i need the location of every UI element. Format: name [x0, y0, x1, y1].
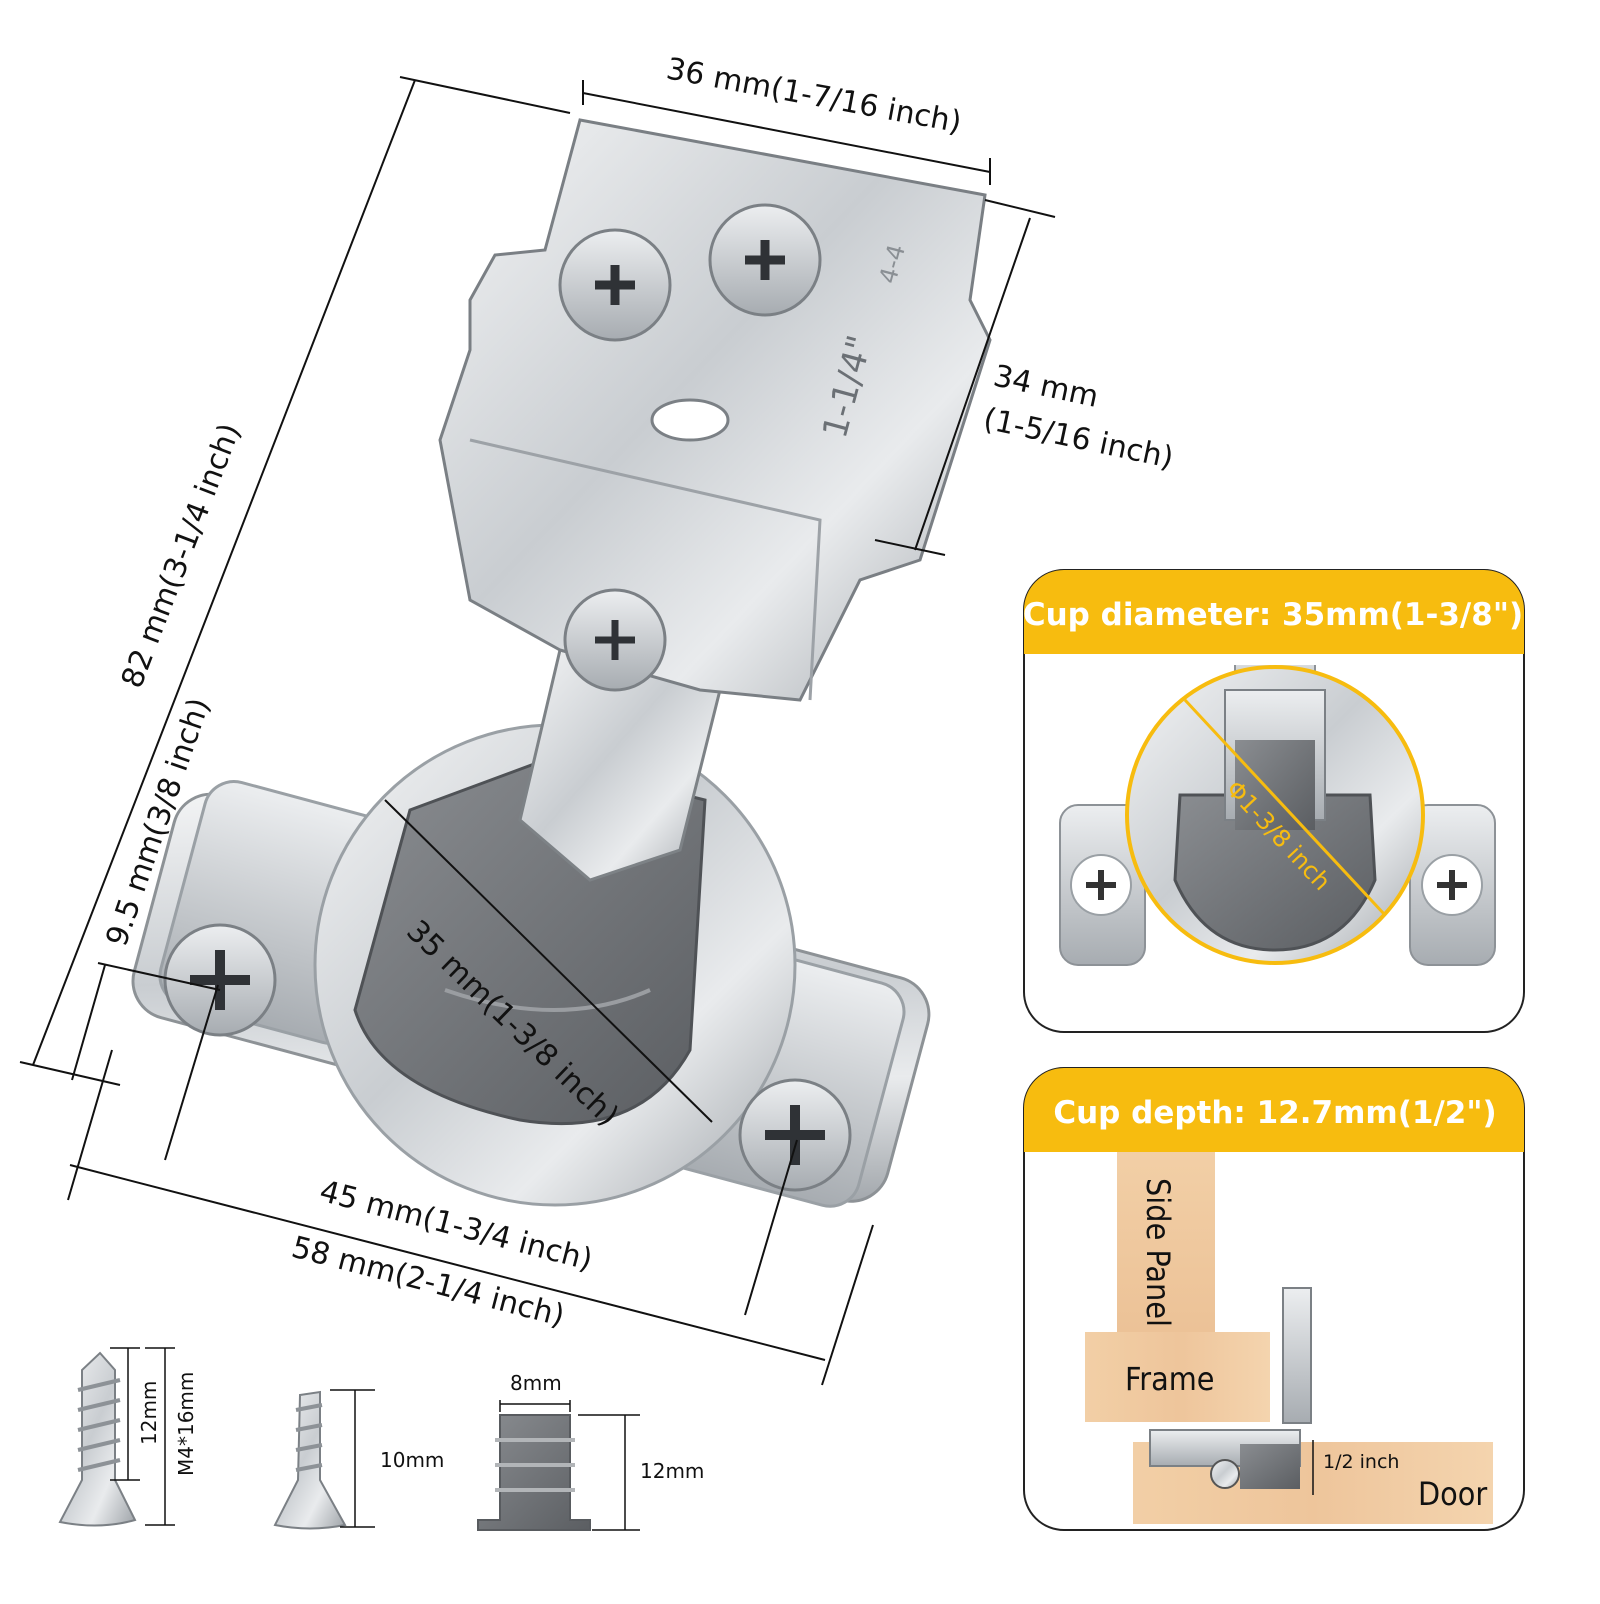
screw-short-length-label: 10mm	[380, 1448, 444, 1472]
hardware-screw-long	[58, 1347, 175, 1527]
hardware-dowel	[477, 1400, 640, 1531]
panel-cup-diameter-title: Cup diameter: 35mm(1-3/8")	[1023, 597, 1523, 633]
wood-frame	[1085, 1332, 1270, 1422]
screw-long-length-label: 12mm	[137, 1381, 161, 1445]
adjust-screw-2	[708, 203, 822, 317]
wood-side-panel	[1117, 1152, 1215, 1332]
dowel-width-label: 8mm	[510, 1371, 562, 1395]
door-label: Door	[1418, 1475, 1487, 1513]
panel-cup-diameter: Cup diameter: 35mm(1-3/8") Φ1-3/8 inch	[1023, 569, 1525, 1033]
side-panel-label: Side Panel	[1139, 1178, 1177, 1327]
panel-cup-diameter-illustration	[1059, 665, 1496, 966]
dowel-length-label: 12mm	[640, 1459, 704, 1483]
screw-long-spec-label: M4*16mm	[174, 1372, 198, 1476]
plate-screw-left	[163, 923, 277, 1037]
depth-label: 1/2 inch	[1323, 1451, 1399, 1473]
dimension-lines	[19, 76, 1056, 1386]
dim-overall-length: 82 mm(3-1/4 inch)	[115, 419, 248, 693]
panel-cup-depth-title: Cup depth: 12.7mm(1/2")	[1053, 1095, 1496, 1131]
frame-label: Frame	[1125, 1360, 1214, 1398]
plate-screw-right	[738, 1078, 852, 1192]
hardware-screw-short	[273, 1389, 375, 1530]
mini-hinge	[1149, 1287, 1314, 1495]
adjust-screw-3	[563, 588, 667, 692]
adjust-screw-1	[558, 228, 672, 342]
dim-top-width: 36 mm(1-7/16 inch)	[664, 51, 965, 140]
dim-box-height-inch: (1-5/16 inch)	[980, 402, 1176, 476]
panel-cup-depth: Cup depth: 12.7mm(1/2") Side Panel Frame…	[1023, 1067, 1525, 1531]
